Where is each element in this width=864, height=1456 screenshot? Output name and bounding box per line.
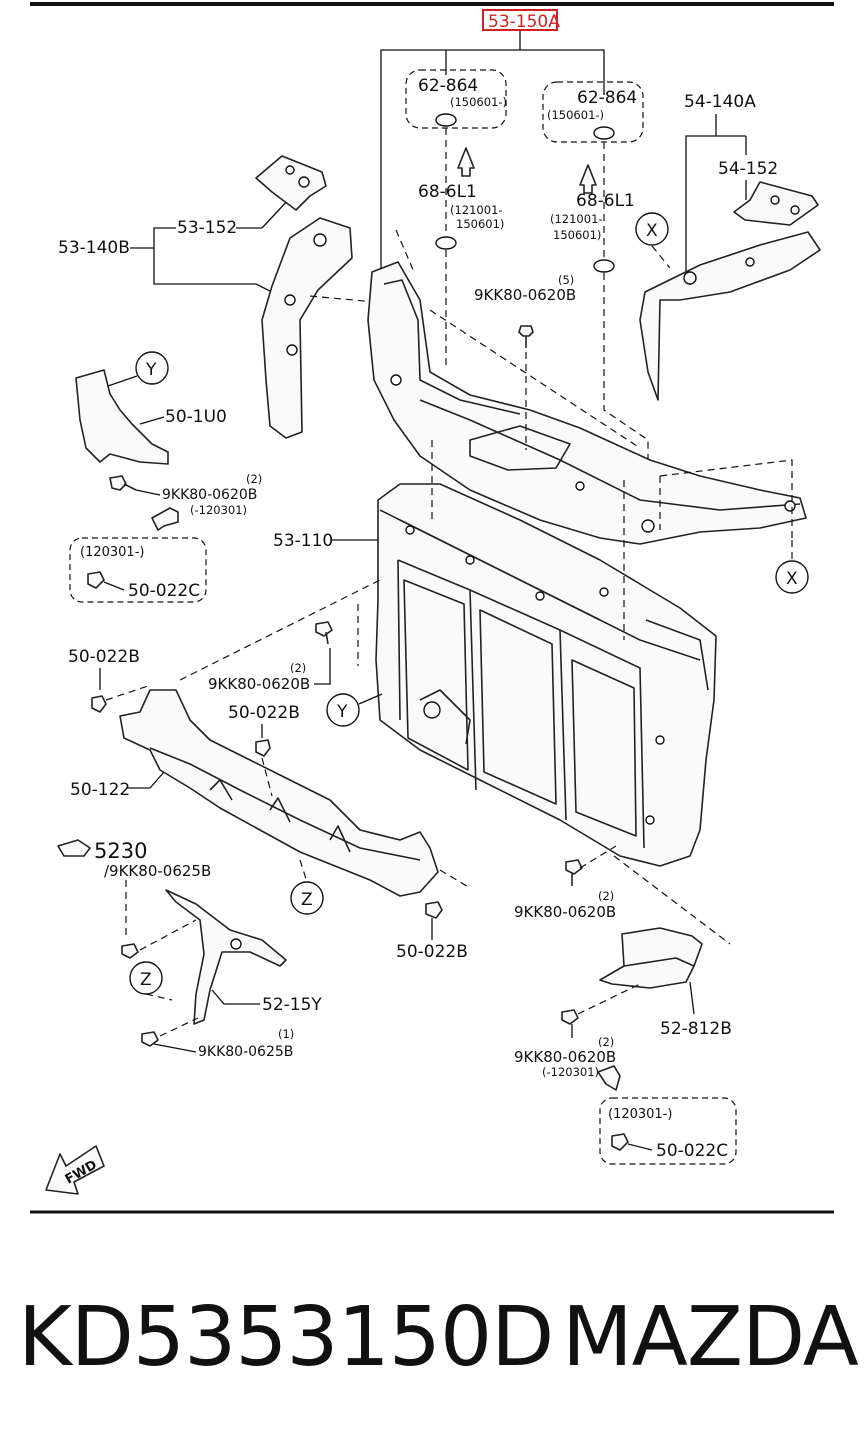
label-x_top: X [646, 221, 658, 241]
label-bolt_9KK_c: 9KK80-0620B [514, 903, 616, 921]
label-d121001_right_b: 150601) [553, 228, 601, 242]
label-p53110: 53-110 [273, 531, 333, 551]
label-p53152_left: 53-152 [177, 218, 237, 238]
label-y_mid: Y [336, 702, 348, 722]
fwd-arrow-icon: FWD [45, 1145, 105, 1195]
label-qty2_a: (2) [246, 472, 262, 486]
label-p54140A: 54-140A [684, 92, 756, 112]
label-qty5: (5) [558, 273, 574, 287]
label-qty2_d: (2) [598, 1035, 614, 1049]
label-bolt_9KK0625_top: /9KK80-0625B [104, 862, 211, 880]
brand-name: MAZDA [562, 1290, 859, 1385]
label-bolt_9KK_b: 9KK80-0620B [208, 675, 310, 693]
label-qty2_b: (2) [290, 661, 306, 675]
label-ref5230: 5230 [94, 839, 147, 863]
label-p53140B: 53-140B [58, 238, 130, 258]
label-d120301_a: (-120301) [190, 503, 247, 517]
label-d120301_d: (-120301) [542, 1065, 599, 1079]
label-z_mid: Z [301, 890, 313, 910]
label-p62864_right: 62-864 [577, 88, 637, 108]
callout-x-right[interactable] [775, 560, 809, 594]
label-qty1: (1) [278, 1027, 294, 1041]
callout-y-left[interactable] [135, 351, 169, 385]
label-d120301_box_a: (120301-) [80, 545, 144, 560]
label-d150601_right: (150601-) [547, 108, 604, 122]
label-p686L1_left: 68-6L1 [418, 182, 477, 202]
label-p50022C_d: 50-022C [656, 1141, 728, 1161]
label-p686L1_right: 68-6L1 [576, 191, 635, 211]
label-p52812B: 52-812B [660, 1019, 732, 1039]
label-p50122: 50-122 [70, 780, 130, 800]
label-p50022B_b: 50-022B [228, 703, 300, 723]
label-d120301_box_d: (120301-) [608, 1107, 672, 1122]
label-p54152_right: 54-152 [718, 159, 778, 179]
part-number: KD5353150D [18, 1290, 554, 1385]
label-d121001_right_a: (121001- [550, 212, 603, 226]
highlight-box[interactable] [482, 9, 558, 31]
label-p50022B_c: 50-022B [396, 942, 468, 962]
label-bolt_9KK_d: 9KK80-0620B [514, 1048, 616, 1066]
callout-z-mid[interactable] [290, 881, 324, 915]
callout-x-top[interactable] [635, 212, 669, 246]
label-qty2_c: (2) [598, 889, 614, 903]
label-bolt_9KK_top: 9KK80-0620B [474, 286, 576, 304]
label-d121001_left_b: 150601) [456, 217, 504, 231]
label-d121001_left_a: (121001- [450, 203, 503, 217]
label-z_left: Z [140, 970, 152, 990]
parts-diagram: 53-150A 62-864 (150601-) 62-864 (150601-… [30, 2, 834, 1214]
label-p501U0: 50-1U0 [165, 407, 227, 427]
label-p50022B_a: 50-022B [68, 647, 140, 667]
callout-y-mid[interactable] [326, 693, 360, 727]
label-p50022C_a: 50-022C [128, 581, 200, 601]
label-53-150A: 53-150A [488, 12, 560, 32]
label-bolt_9KK0625_bot: 9KK80-0625B [198, 1044, 293, 1060]
label-y_left: Y [145, 360, 157, 380]
label-bolt_9KK_a: 9KK80-0620B [162, 487, 257, 503]
label-p5215Y: 52-15Y [262, 995, 322, 1015]
label-d150601_left: (150601-) [450, 95, 507, 109]
label-x_right: X [786, 569, 798, 589]
label-p62864_left: 62-864 [418, 76, 478, 96]
footer: KD5353150D MAZDA [0, 1290, 864, 1410]
